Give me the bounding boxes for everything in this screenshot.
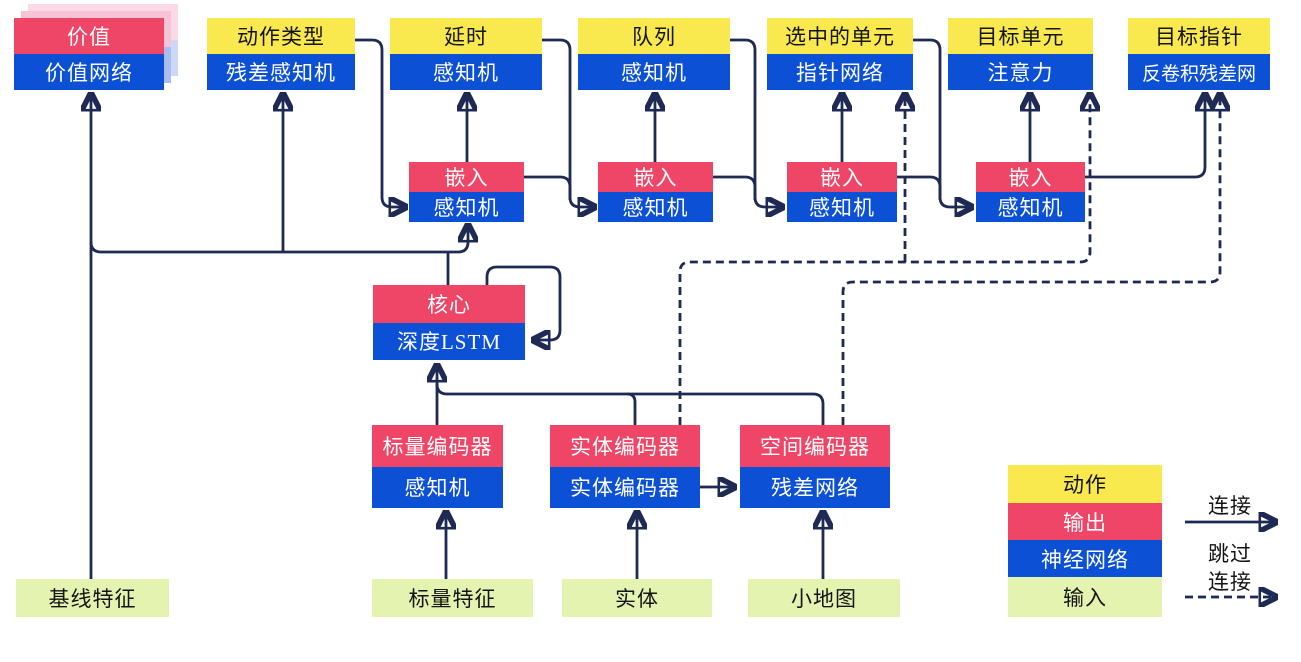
embed3-label: 嵌入 (787, 162, 897, 192)
input-entities: 实体 (562, 579, 712, 617)
target-point-network-label: 反卷积残差网 (1128, 54, 1270, 90)
embed4-label: 嵌入 (976, 162, 1085, 192)
core-label: 核心 (373, 285, 525, 323)
node-scalar-encoder: 标量编码器 感知机 (372, 425, 503, 508)
entity-encoder-label: 实体编码器 (550, 425, 700, 467)
node-embed3: 嵌入 感知机 (787, 162, 897, 222)
edge-embed4-to-target-point (1085, 95, 1205, 179)
queue-network-label: 感知机 (578, 54, 730, 90)
legend-output-label: 输出 (1008, 503, 1162, 540)
embed4-network-label: 感知机 (976, 192, 1085, 222)
node-action-type: 动作类型 残差感知机 (207, 18, 355, 90)
spatial-encoder-label: 空间编码器 (740, 425, 890, 467)
skip-entity-encoder-to-target-unit (678, 95, 1090, 425)
embed1-network-label: 感知机 (409, 192, 524, 222)
edge-embed1-to-embed2 (524, 175, 572, 200)
edge-embed3-to-embed4 (897, 175, 942, 200)
target-unit-label: 目标单元 (948, 18, 1093, 54)
spatial-encoder-network-label: 残差网络 (740, 466, 890, 508)
legend-connection-label: 连接 (1208, 494, 1252, 518)
scalar-encoder-network-label: 感知机 (372, 466, 503, 508)
node-selected-units: 选中的单元 指针网络 (767, 18, 913, 90)
skip-spatial-encoder-to-target-point (841, 95, 1220, 425)
node-target-point: 目标指针 反卷积残差网 (1128, 18, 1270, 90)
entity-encoder-network-label: 实体编码器 (550, 466, 700, 508)
edge-core-self-loop (485, 265, 562, 340)
core-network-label: 深度LSTM (373, 322, 525, 360)
input-minimap: 小地图 (748, 579, 900, 617)
edge-spatial-encoder-bus (435, 383, 825, 425)
legend-neural-network-label: 神经网络 (1008, 540, 1162, 577)
edge-delay-to-embed2 (542, 38, 594, 207)
selected-units-label: 选中的单元 (767, 18, 913, 54)
node-embed1: 嵌入 感知机 (409, 162, 524, 222)
embed1-label: 嵌入 (409, 162, 524, 192)
node-target-unit: 目标单元 注意力 (948, 18, 1093, 90)
target-unit-network-label: 注意力 (948, 54, 1093, 90)
edge-selected-units-to-embed4 (913, 38, 971, 207)
selected-units-network-label: 指针网络 (767, 54, 913, 90)
input-baseline-features: 基线特征 (16, 579, 169, 617)
node-entity-encoder: 实体编码器 实体编码器 (550, 425, 700, 508)
edge-queue-to-embed3 (730, 38, 782, 207)
legend-skip-label-line2: 连接 (1208, 570, 1252, 594)
edge-action-type-to-embed1 (355, 38, 405, 207)
node-queue: 队列 感知机 (578, 18, 730, 90)
node-value: 价值 价值网络 (14, 18, 164, 90)
action-type-network-label: 残差感知机 (207, 54, 355, 90)
node-embed4: 嵌入 感知机 (976, 162, 1085, 222)
value-network-label: 价值网络 (14, 54, 164, 90)
delay-label: 延时 (390, 18, 542, 54)
legend-action-label: 动作 (1008, 465, 1162, 503)
node-embed2: 嵌入 感知机 (598, 162, 713, 222)
node-delay: 延时 感知机 (390, 18, 542, 90)
target-point-label: 目标指针 (1128, 18, 1270, 54)
value-output-label: 价值 (14, 18, 164, 54)
embed3-network-label: 感知机 (787, 192, 897, 222)
embed2-network-label: 感知机 (598, 192, 713, 222)
embed2-label: 嵌入 (598, 162, 713, 192)
edge-entity-encoder-bus (626, 392, 637, 425)
legend-skip-label-line1: 跳过 (1208, 542, 1252, 566)
edge-embed2-to-embed3 (713, 175, 757, 200)
legend-input-label: 输入 (1008, 577, 1162, 617)
scalar-encoder-label: 标量编码器 (372, 425, 503, 467)
node-core: 核心 深度LSTM (373, 285, 525, 360)
edge-core-bus-to-embed1 (89, 226, 468, 254)
input-scalar-features: 标量特征 (372, 579, 533, 617)
queue-label: 队列 (578, 18, 730, 54)
delay-network-label: 感知机 (390, 54, 542, 90)
legend-color-key: 动作 输出 神经网络 输入 (1008, 465, 1162, 617)
node-spatial-encoder: 空间编码器 残差网络 (740, 425, 890, 508)
action-type-label: 动作类型 (207, 18, 355, 54)
